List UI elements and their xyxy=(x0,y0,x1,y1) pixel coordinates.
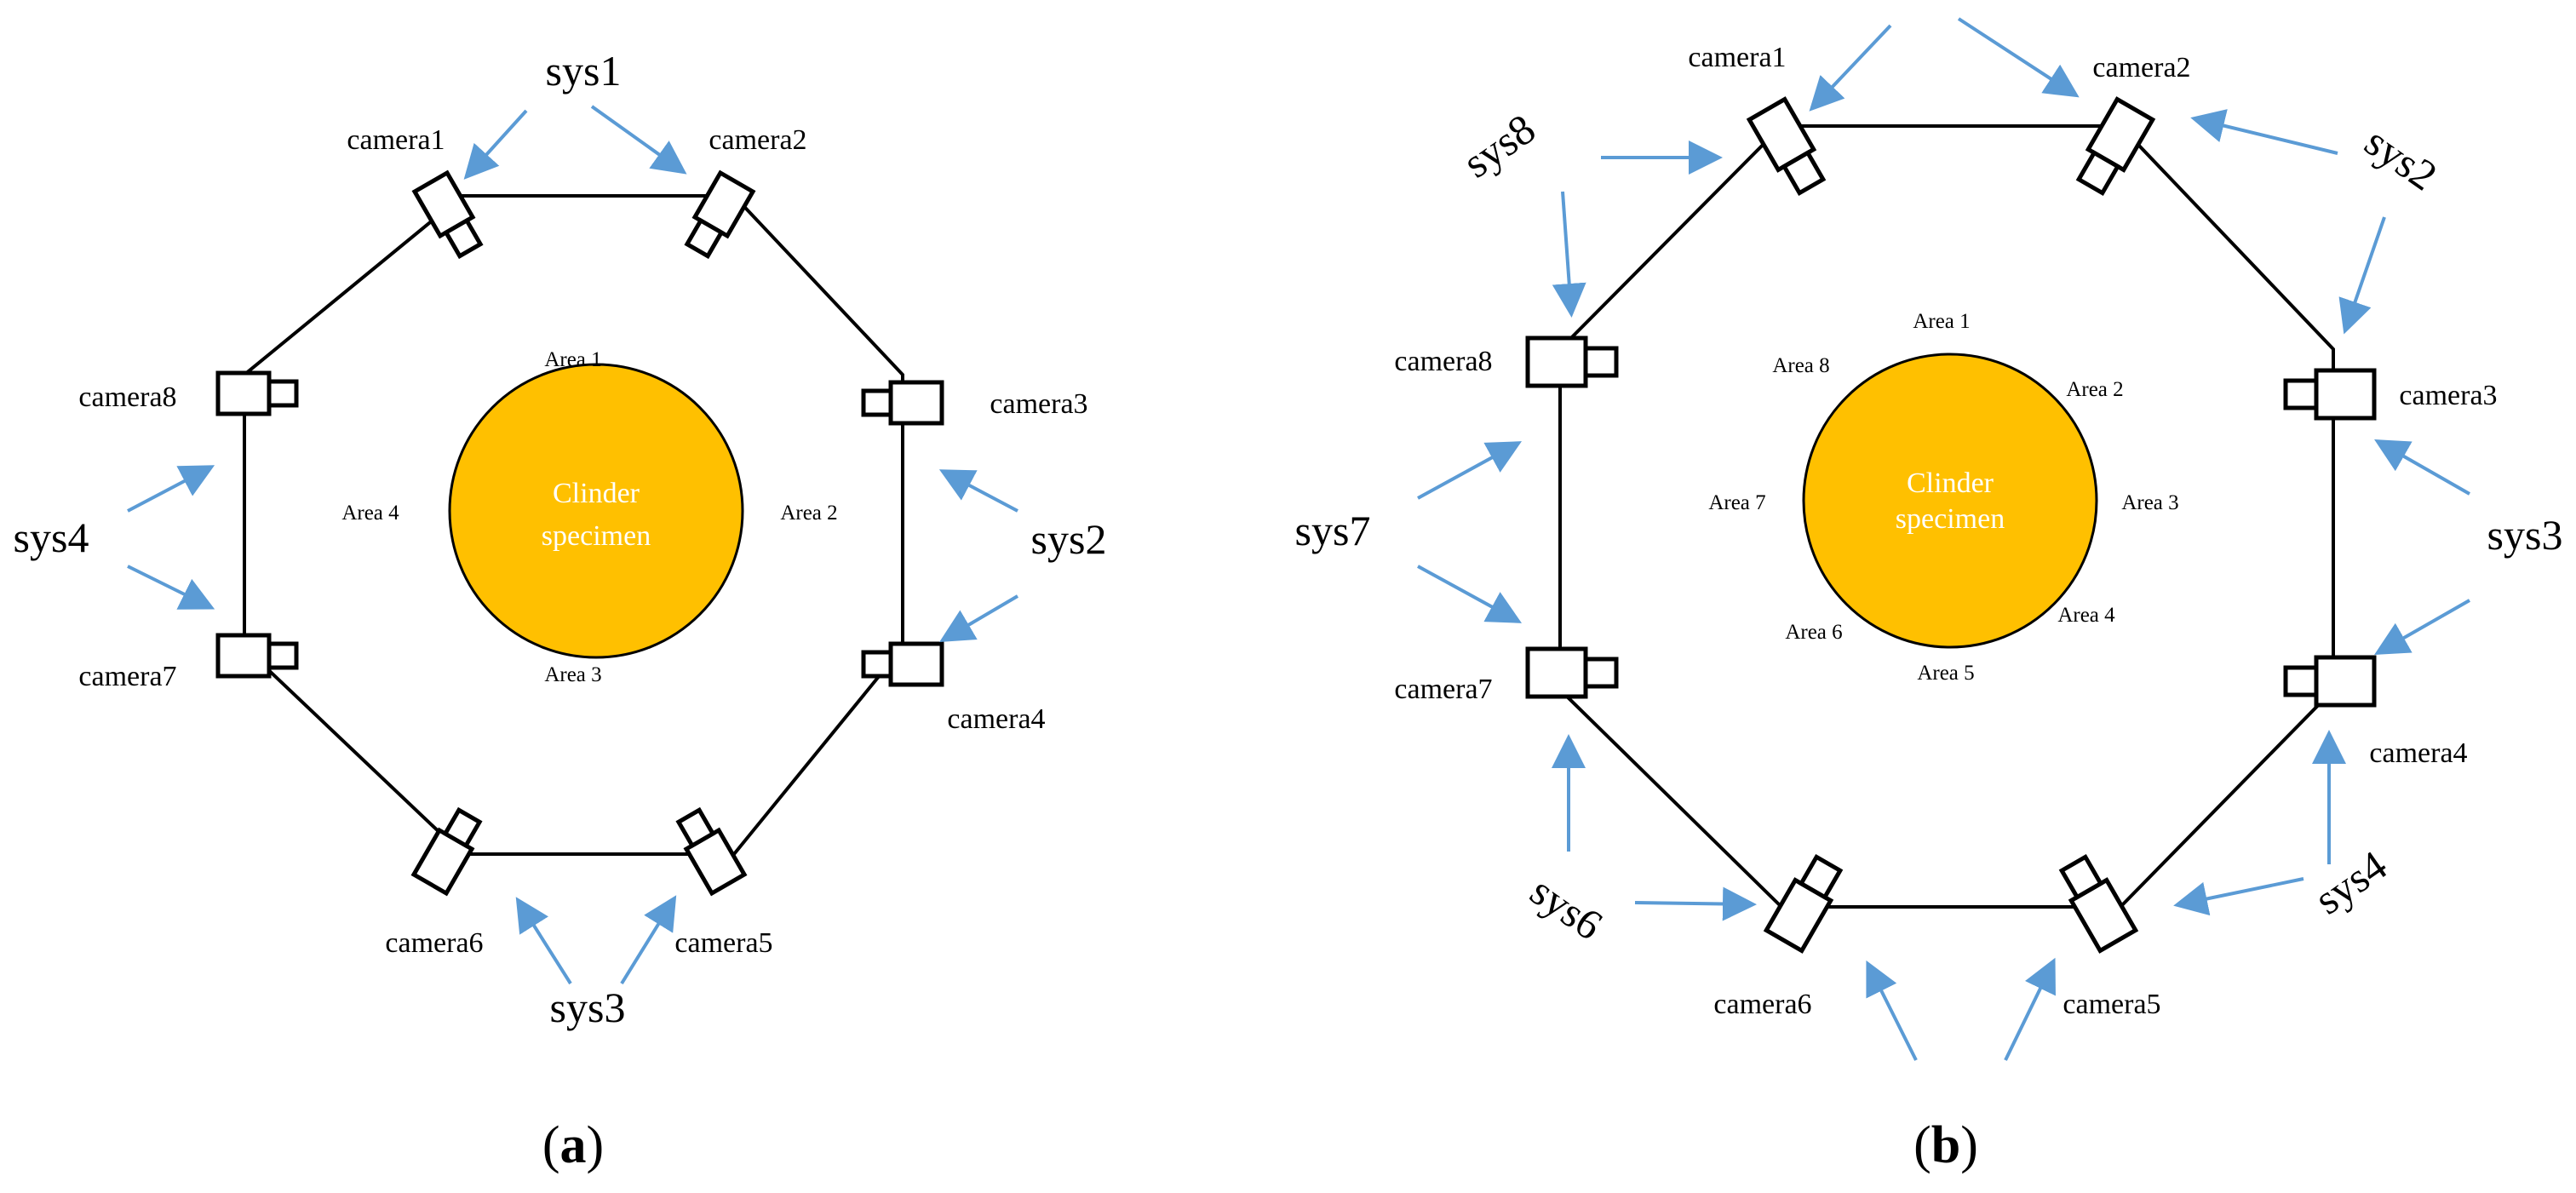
arrow-icon xyxy=(1634,886,1757,921)
area-label: Area 1 xyxy=(1913,310,1970,333)
camera-label: camera8 xyxy=(78,381,176,413)
area-label: Area 3 xyxy=(544,663,601,686)
camera5-icon xyxy=(2058,853,2139,954)
specimen-label-line2: specimen xyxy=(1896,503,2005,535)
area-label: Area 5 xyxy=(1917,662,1974,685)
camera8-icon xyxy=(215,370,299,416)
camera-label: camera5 xyxy=(674,927,772,959)
camera-label: camera6 xyxy=(385,927,483,959)
area-label: Area 2 xyxy=(2066,378,2123,401)
arrow-icon xyxy=(463,109,528,180)
system-label: sys4 xyxy=(14,513,89,561)
camera-label: camera3 xyxy=(2399,380,2497,411)
arrow-icon xyxy=(2338,216,2386,335)
camera-label: camera2 xyxy=(2092,52,2190,83)
camera4-icon xyxy=(861,641,944,687)
camera8-icon xyxy=(1525,336,1619,388)
arrow-icon xyxy=(1957,17,2080,98)
panel-a: Clinder specimen camera1 camera2 cam xyxy=(14,47,1107,1174)
panel-label-a: (a) xyxy=(542,1116,604,1174)
arrow-icon xyxy=(1866,960,1918,1061)
system-label: sys3 xyxy=(550,984,626,1031)
arrow-icon xyxy=(1417,565,1523,623)
camera-label: camera3 xyxy=(990,388,1087,420)
camera7-icon xyxy=(215,633,299,679)
arrow-icon xyxy=(2173,877,2304,916)
arrow-icon xyxy=(1809,24,1892,112)
area-label: Area 4 xyxy=(341,502,399,525)
camera7-icon xyxy=(1525,646,1619,699)
arrow-icon xyxy=(2374,439,2470,496)
system-label: sys7 xyxy=(1295,507,1371,554)
camera-label: camera1 xyxy=(347,124,445,156)
camera5-icon xyxy=(675,806,748,897)
area-label: Area 8 xyxy=(1772,354,1829,377)
arrow-icon xyxy=(939,594,1019,643)
arrow-icon xyxy=(2004,957,2056,1061)
camera-label: camera6 xyxy=(1713,989,1811,1020)
camera-label: camera4 xyxy=(947,703,1045,735)
camera1-icon xyxy=(1746,96,1827,197)
area-label: Area 2 xyxy=(780,502,837,525)
arrow-icon xyxy=(2190,109,2338,155)
specimen-circle-b xyxy=(1802,353,2098,649)
camera-label: camera8 xyxy=(1394,346,1492,377)
camera-label: camera4 xyxy=(2369,737,2467,769)
area-label: Area 4 xyxy=(2057,604,2115,627)
camera2-icon xyxy=(684,169,756,260)
camera2-icon xyxy=(2075,96,2156,197)
camera-label: camera5 xyxy=(2063,989,2160,1020)
arrow-icon xyxy=(1552,191,1586,318)
area-label: Area 3 xyxy=(2121,491,2178,514)
specimen-label-line2: specimen xyxy=(542,520,651,552)
system-label: sys4 xyxy=(2306,841,2395,924)
arrow-icon xyxy=(590,105,687,175)
camera3-icon xyxy=(861,380,944,426)
arrow-icon xyxy=(620,895,677,985)
camera-label: camera7 xyxy=(1394,674,1492,705)
camera3-icon xyxy=(2283,368,2377,421)
camera-label: camera7 xyxy=(78,661,176,692)
arrow-icon xyxy=(515,897,572,985)
camera1-icon xyxy=(411,169,484,260)
area-label: Area 1 xyxy=(544,348,601,371)
arrow-icon xyxy=(127,465,215,513)
area-label: Area 6 xyxy=(1785,621,1842,644)
camera6-icon xyxy=(410,806,483,897)
camera4-icon xyxy=(2283,655,2377,708)
panel-b: Clinder specimen camera1 camera2 cam xyxy=(1295,17,2563,1174)
arrow-icon xyxy=(1417,441,1523,500)
system-label: sys2 xyxy=(1031,515,1107,563)
specimen-label-line1: Clinder xyxy=(1907,467,1994,499)
arrow-icon xyxy=(127,565,215,610)
system-label: sys1 xyxy=(546,47,622,95)
arrow-icon xyxy=(2374,599,2470,655)
camera-label: camera1 xyxy=(1688,42,1786,73)
specimen-circle-a xyxy=(448,363,744,659)
system-label: sys8 xyxy=(1454,105,1544,187)
camera6-icon xyxy=(1763,853,1844,954)
system-label: sys6 xyxy=(1522,867,1611,949)
specimen-label-line1: Clinder xyxy=(553,478,640,509)
panel-label-b: (b) xyxy=(1913,1116,1978,1174)
system-label: sys3 xyxy=(2487,511,2563,559)
arrow-icon xyxy=(938,469,1018,513)
area-label: Area 7 xyxy=(1708,491,1765,514)
system-label: sys2 xyxy=(2356,118,2446,200)
camera-label: camera2 xyxy=(709,124,806,156)
